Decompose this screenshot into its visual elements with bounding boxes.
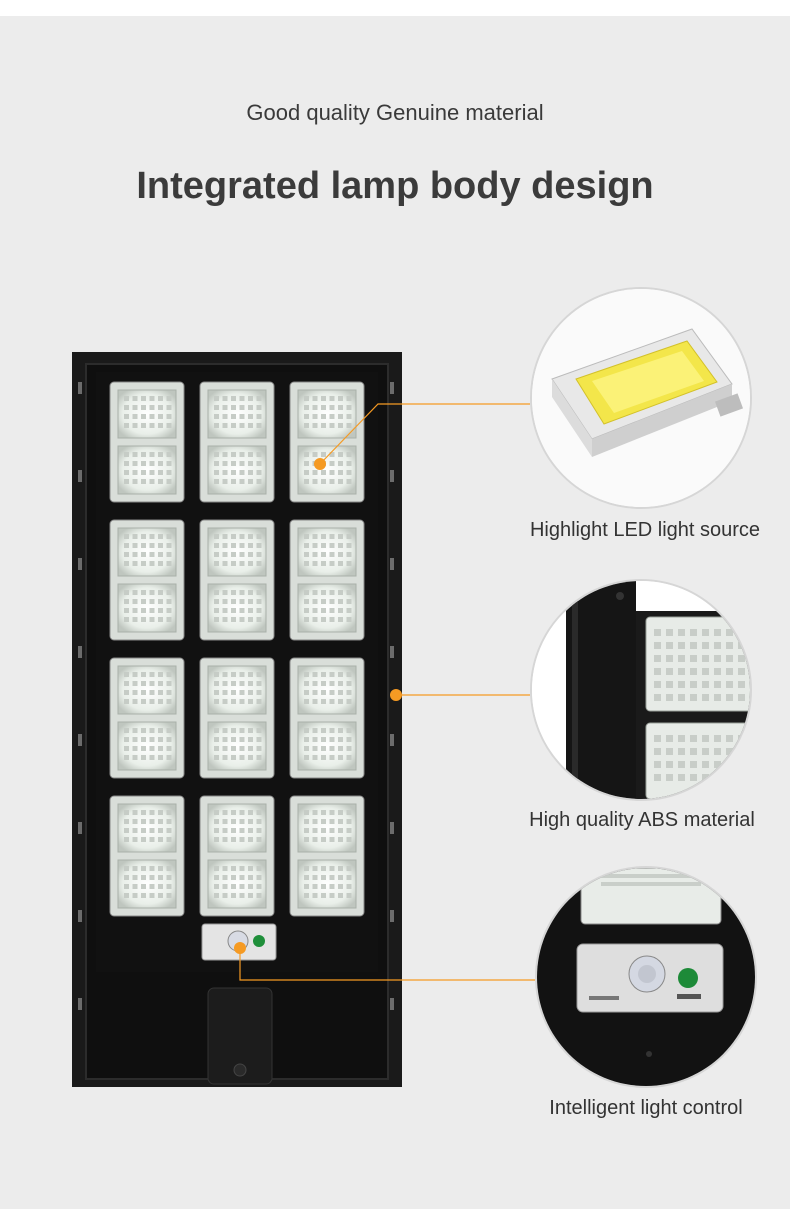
abs-material-closeup-image (530, 579, 752, 801)
led-module (289, 795, 365, 917)
led-module (289, 519, 365, 641)
feature-caption-abs: High quality ABS material (529, 809, 755, 831)
led-module (109, 795, 185, 917)
led-module (289, 657, 365, 779)
sensor-box (201, 923, 277, 961)
page-subtitle: Good quality Genuine material (246, 100, 544, 125)
led-chip-closeup-image (530, 287, 752, 509)
led-module (109, 519, 185, 641)
light-control-closeup-image (535, 866, 757, 1088)
led-module (199, 795, 275, 917)
led-module (289, 381, 365, 503)
led-module (109, 657, 185, 779)
led-module (199, 519, 275, 641)
page-title: Integrated lamp body design (136, 165, 654, 207)
feature-caption-led: Highlight LED light source (529, 519, 761, 541)
led-module (199, 657, 275, 779)
feature-caption-light-control: Intelligent light control (549, 1097, 743, 1119)
lamp-body-image (72, 352, 402, 1087)
led-module (109, 381, 185, 503)
led-module (199, 381, 275, 503)
